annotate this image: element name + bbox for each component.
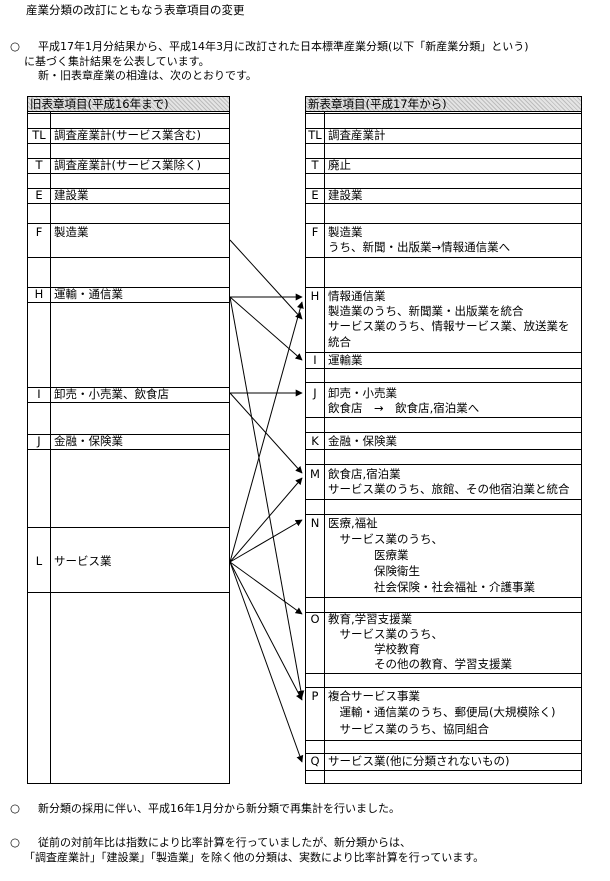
old-row-t-code: T (35, 158, 43, 172)
note-1-line-1: 新分類の採用に伴い、平成16年1月分から新分類で再集計を行いました。 (38, 802, 400, 815)
arrow-l-to-m (229, 477, 303, 563)
new-row-e-code: E (311, 188, 319, 202)
new-row-f-code: F (311, 225, 319, 239)
arrow-l-to-o (229, 561, 303, 615)
new-row-k-line: 金融・保険業 (328, 434, 397, 448)
old-row-l-name: サービス業 (54, 554, 112, 568)
arrow-h-to-p (229, 296, 305, 698)
old-row-tl-code: TL (32, 128, 46, 142)
old-row-h-code: H (34, 287, 44, 301)
old-row-f-code: F (35, 225, 43, 239)
new-row-m-code: M (310, 467, 320, 481)
new-row-p-line-3: サービス業のうち、協同組合 (328, 722, 489, 736)
new-row-p-line-1: 複合サービス事業 (328, 689, 420, 703)
new-row-p-line-2: 運輸・通信業のうち、郵便局(大規模除く) (328, 705, 556, 719)
old-row-tl-name: 調査産業計(サービス業含む) (54, 128, 201, 142)
new-table-header-label: 新表章項目(平成17年から) (308, 97, 447, 111)
new-row-f-line-2: うち、新聞・出版業→情報通信業へ (328, 240, 511, 254)
new-row-e-line: 建設業 (328, 188, 363, 202)
new-row-f-line-1: 製造業 (328, 225, 363, 239)
new-row-h-line-2: 製造業のうち、新聞業・出版業を統合 (328, 304, 524, 318)
new-classification-table: 新表章項目(平成17年から) TL 調査産業計 T 廃止 E 建設業 F 製造業… (305, 96, 582, 784)
new-row-o-line-1: 教育,学習支援業 (328, 612, 413, 626)
new-row-h-line-1: 情報通信業 (328, 289, 386, 303)
new-row-n-line-1: 医療,福祉 (328, 516, 378, 530)
new-row-o-line-3: 学校教育 (328, 642, 420, 656)
new-row-o-line-4: その他の教育、学習支援業 (328, 657, 512, 671)
note-2-line-2: 「調査産業計」「建設業」「製造業」を除く他の分類は、実数により比率計算を行ってい… (24, 851, 485, 864)
new-row-j-line-2: 飲食店 → 飲食店,宿泊業へ (328, 401, 480, 415)
new-row-t-line: 廃止 (328, 158, 351, 172)
new-row-p-code: P (311, 689, 319, 703)
new-row-q-line: サービス業(他に分類されないもの) (328, 754, 510, 768)
arrow-l-to-q (229, 561, 304, 763)
new-row-o-code: O (310, 612, 320, 626)
intro-line-3: 新・旧表章産業の相違は、次のとおりです。 (38, 69, 257, 82)
old-row-t-name: 調査産業計(サービス業除く) (54, 158, 201, 172)
new-row-tl-code: TL (308, 128, 322, 142)
new-row-h-line-3: サービス業のうち、情報サービス業、放送業を (328, 319, 570, 333)
old-row-h-name: 運輸・通信業 (54, 287, 123, 301)
new-row-t-code: T (311, 158, 319, 172)
intro-line-2: に基づく集計結果を公表しています。 (24, 55, 210, 68)
new-row-n-line-2: サービス業のうち、 (328, 532, 443, 546)
old-row-f-name: 製造業 (54, 225, 89, 239)
intro-line-1: 平成17年1月分結果から、平成14年3月に改訂された日本標準産業分類(以下「新産… (38, 40, 529, 53)
new-row-n-code: N (310, 516, 320, 530)
new-row-tl-line: 調査産業計 (328, 128, 386, 142)
new-row-o-line-2: サービス業のうち、 (328, 627, 443, 641)
page-title: 産業分類の改訂にともなう表章項目の変更 (26, 3, 245, 17)
arrow-l-to-p (229, 561, 303, 701)
old-row-l-code: L (35, 554, 43, 568)
new-row-n-line-5: 社会保険・社会福祉・介護事業 (328, 580, 535, 594)
note-1-bullet: ○ (10, 801, 21, 815)
intro-bullet: ○ (10, 39, 21, 53)
new-row-j-line-1: 卸売・小売業 (328, 386, 397, 400)
old-row-j-name: 金融・保険業 (54, 434, 123, 448)
new-row-k-code: K (311, 434, 319, 448)
new-row-m-line-1: 飲食店,宿泊業 (328, 467, 401, 481)
old-row-j-code: J (37, 434, 41, 448)
arrow-l-to-h (229, 301, 304, 563)
new-row-m-line-2: サービス業のうち、旅館、その他宿泊業と統合 (328, 482, 570, 496)
old-classification-table: 旧表章項目(平成16年まで) TL 調査産業計(サービス業含む) T 調査産業計… (27, 96, 230, 784)
note-2-line-1: 従前の対前年比は指数により比率計算を行っていましたが、新分類からは、 (38, 836, 412, 849)
old-row-e-name: 建設業 (54, 188, 89, 202)
new-row-q-code: Q (310, 754, 320, 768)
new-row-h-code: H (310, 289, 320, 303)
old-row-i-code: I (37, 387, 41, 401)
new-row-i-code: I (313, 353, 317, 367)
arrow-l-to-n (229, 519, 303, 563)
new-row-h-line-4: 統合 (328, 335, 351, 349)
new-row-j-code: J (313, 386, 317, 400)
old-table-header: 旧表章項目(平成16年まで) (28, 97, 229, 112)
new-row-n-line-4: 保険衛生 (328, 564, 420, 578)
note-2-bullet: ○ (10, 835, 21, 849)
new-table-header: 新表章項目(平成17年から) (306, 97, 581, 112)
arrow-h-to-i (229, 296, 303, 361)
new-row-n-line-3: 医療業 (328, 548, 409, 562)
old-row-e-code: E (35, 188, 43, 202)
old-table-header-label: 旧表章項目(平成16年まで) (30, 97, 169, 111)
old-row-i-name: 卸売・小売業、飲食店 (54, 387, 169, 401)
arrow-f-to-h (229, 239, 303, 320)
new-row-i-line: 運輸業 (328, 353, 363, 367)
